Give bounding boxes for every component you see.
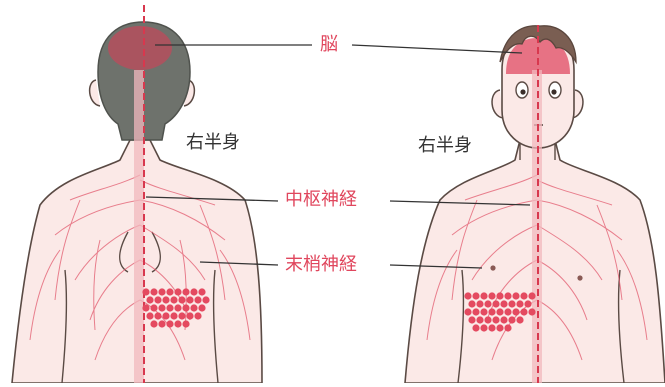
back-spinal-cord xyxy=(134,70,144,383)
label-right-half-back: 右半身 xyxy=(186,133,240,153)
back-figure xyxy=(12,5,262,383)
back-brain xyxy=(108,26,172,70)
label-brain: 脳 xyxy=(320,35,338,55)
front-figure xyxy=(405,25,665,383)
label-peripheral-nervous: 末梢神経 xyxy=(285,255,357,275)
leader-brain-right xyxy=(352,45,522,53)
label-central-nervous: 中枢神経 xyxy=(285,190,357,210)
label-right-half-front: 右半身 xyxy=(418,136,472,156)
